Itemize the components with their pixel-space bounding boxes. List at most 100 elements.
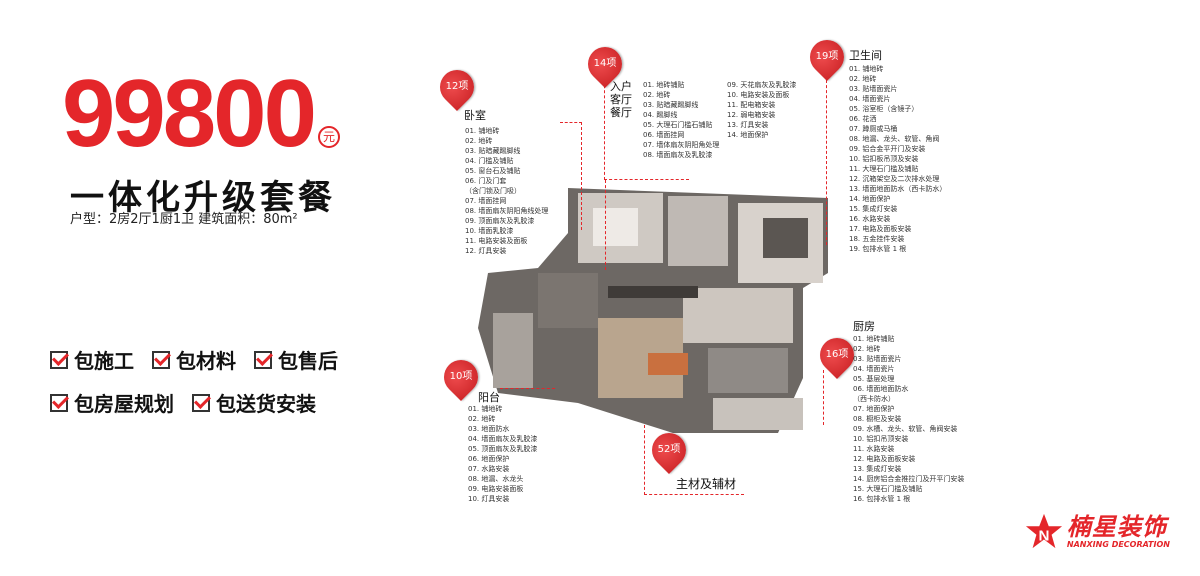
list-item: 04. 墙面瓷片 xyxy=(849,95,891,103)
feature-item: 包房屋规划 xyxy=(50,388,174,417)
checkbox-icon xyxy=(50,350,68,369)
feature-label: 包售后 xyxy=(278,349,338,373)
logo-english-name: NANXING DECORATION xyxy=(1066,539,1170,549)
list-item: 15. 集成灯安装 xyxy=(849,205,898,213)
feature-item: 包送货安装 xyxy=(192,388,316,417)
list-item: 14. 地面保护 xyxy=(727,131,769,139)
list-item: 04. 墙面扇灰及乳胶漆 xyxy=(468,435,538,443)
list-item: 08. 地漏、龙头、软管、角阀 xyxy=(849,135,940,143)
list-item: 04. 踢脚线 xyxy=(643,111,678,119)
svg-text:N: N xyxy=(1038,528,1049,545)
list-item: 11. 配电箱安装 xyxy=(727,101,776,109)
list-item: 02. 地砖 xyxy=(853,345,881,353)
list-item: 10. 电路安装及面板 xyxy=(727,91,790,99)
house-info: 户型：2房2厅1厨1卫 建筑面积：80m² xyxy=(70,212,298,227)
list-item: 10. 灯具安装 xyxy=(468,495,510,503)
list-item: 07. 地面保护 xyxy=(853,405,895,413)
floorplan-illustration xyxy=(478,188,828,433)
features-list: 包施工 包材料 包售后 包房屋规划 包送货安装 xyxy=(50,345,338,431)
list-item: 03. 贴墙面瓷片 xyxy=(853,355,902,363)
list-item: 17. 电路及面板安装 xyxy=(849,225,912,233)
list-item: 16. 水路安装 xyxy=(849,215,891,223)
section-title-balcony: 阳台 xyxy=(478,391,500,404)
list-item: 10. 墙面乳胶漆 xyxy=(465,227,514,235)
bathroom-items: 01. 铺地砖 02. 地砖 03. 贴墙面瓷片 04. 墙面瓷片 05. 浴室柜（含镜… xyxy=(849,64,946,254)
pin-kitchen: 16项 xyxy=(812,330,862,380)
list-item: 03. 贴墙面瓷片 xyxy=(849,85,898,93)
star-logo-icon: N xyxy=(1025,513,1062,549)
list-item: 09. 铝合金平开门及安装 xyxy=(849,145,926,153)
section-title-kitchen: 厨房 xyxy=(853,320,875,333)
feature-item: 包施工 xyxy=(50,345,134,374)
kitchen-items: 01. 地砖铺贴 02. 地砖 03. 贴墙面瓷片 04. 墙面瓷片 05. 基层处理 0… xyxy=(853,334,964,504)
connector-line xyxy=(644,494,744,495)
list-item: 11. 水路安装 xyxy=(853,445,895,453)
connector-line xyxy=(826,75,827,245)
price-value: 99800 xyxy=(62,60,317,167)
list-item: 05. 窗台石及铺贴 xyxy=(465,167,521,175)
package-title: 一体化升级套餐 xyxy=(70,178,336,218)
checkbox-icon xyxy=(50,393,68,412)
list-item: 02. 地砖 xyxy=(643,91,671,99)
list-item: 19. 包排水管 1 根 xyxy=(849,245,907,253)
feature-label: 包材料 xyxy=(176,349,236,373)
features-row-2: 包房屋规划 包送货安装 xyxy=(50,388,338,417)
list-item: 01. 地砖铺贴 xyxy=(853,335,895,343)
price-unit: 元 xyxy=(317,126,340,148)
list-item: 18. 五金挂件安装 xyxy=(849,235,905,243)
features-row-1: 包施工 包材料 包售后 xyxy=(50,345,338,374)
pin-materials: 52项 xyxy=(644,425,694,475)
list-item: 10. 铝扣吊顶安装 xyxy=(853,435,909,443)
list-item: 05. 浴室柜（含镜子） xyxy=(849,105,919,113)
pin-balcony: 10项 xyxy=(436,352,486,402)
list-item: 06. 墙面地面防水 xyxy=(853,385,909,393)
list-item: 09. 天花扇灰及乳胶漆 xyxy=(727,81,797,89)
list-item: 10. 铝扣板吊顶及安装 xyxy=(849,155,919,163)
connector-line xyxy=(605,180,606,270)
feature-label: 包送货安装 xyxy=(216,392,316,416)
list-item: 13. 墙面地面防水（西卡防水） xyxy=(849,185,947,193)
list-item: 05. 大理石门槛石铺贴 xyxy=(643,121,713,129)
connector-line xyxy=(500,388,555,389)
list-item: 01. 铺地砖 xyxy=(849,65,884,73)
list-item: （含门锁及门吸） xyxy=(465,187,521,195)
list-item: 08. 地漏、水龙头 xyxy=(468,475,524,483)
list-item: 01. 铺地砖 xyxy=(468,405,503,413)
checkbox-icon xyxy=(192,393,210,412)
feature-label: 包房屋规划 xyxy=(74,392,174,416)
list-item: 07. 蹲厕或马桶 xyxy=(849,125,898,133)
list-item: 07. 墙面挂网 xyxy=(465,197,507,205)
list-item: 03. 地面防水 xyxy=(468,425,510,433)
list-item: 08. 橱柜及安装 xyxy=(853,415,902,423)
list-item: 03. 贴暗藏踢脚线 xyxy=(643,101,699,109)
list-item: 06. 地面保护 xyxy=(468,455,510,463)
connector-line xyxy=(823,370,824,425)
list-item: 02. 地砖 xyxy=(849,75,877,83)
list-item: 12. 弱电箱安装 xyxy=(727,111,776,119)
list-item: 16. 包排水管 1 根 xyxy=(853,495,911,503)
feature-item: 包材料 xyxy=(152,345,236,374)
checkbox-icon xyxy=(152,350,170,369)
list-item: 05. 基层处理 xyxy=(853,375,895,383)
connector-line xyxy=(604,75,689,180)
list-item: 04. 墙面瓷片 xyxy=(853,365,895,373)
list-item: 12. 灯具安装 xyxy=(465,247,507,255)
pin-bedroom: 12项 xyxy=(432,62,482,112)
price-block: 99800 元 xyxy=(62,60,340,167)
list-item: 06. 门及门套 xyxy=(465,177,507,185)
section-title-bedroom: 卧室 xyxy=(464,109,486,122)
list-item: 02. 地砖 xyxy=(468,415,496,423)
list-item: 07. 墙体扇灰阴阳角处理 xyxy=(643,141,720,149)
list-item: 06. 墙面挂网 xyxy=(643,131,685,139)
list-item: 09. 水槽、龙头、软管、角阀安装 xyxy=(853,425,958,433)
pin-bathroom: 19项 xyxy=(802,32,852,82)
list-item: 07. 水路安装 xyxy=(468,465,510,473)
list-item: 08. 墙面扇灰及乳胶漆 xyxy=(643,151,713,159)
list-item: 14. 地面保护 xyxy=(849,195,891,203)
list-item: 11. 电路安装及面板 xyxy=(465,237,528,245)
list-item: 14. 厨房铝合金推拉门及开平门安装 xyxy=(853,475,965,483)
list-item: 01. 铺地砖 xyxy=(465,127,500,135)
